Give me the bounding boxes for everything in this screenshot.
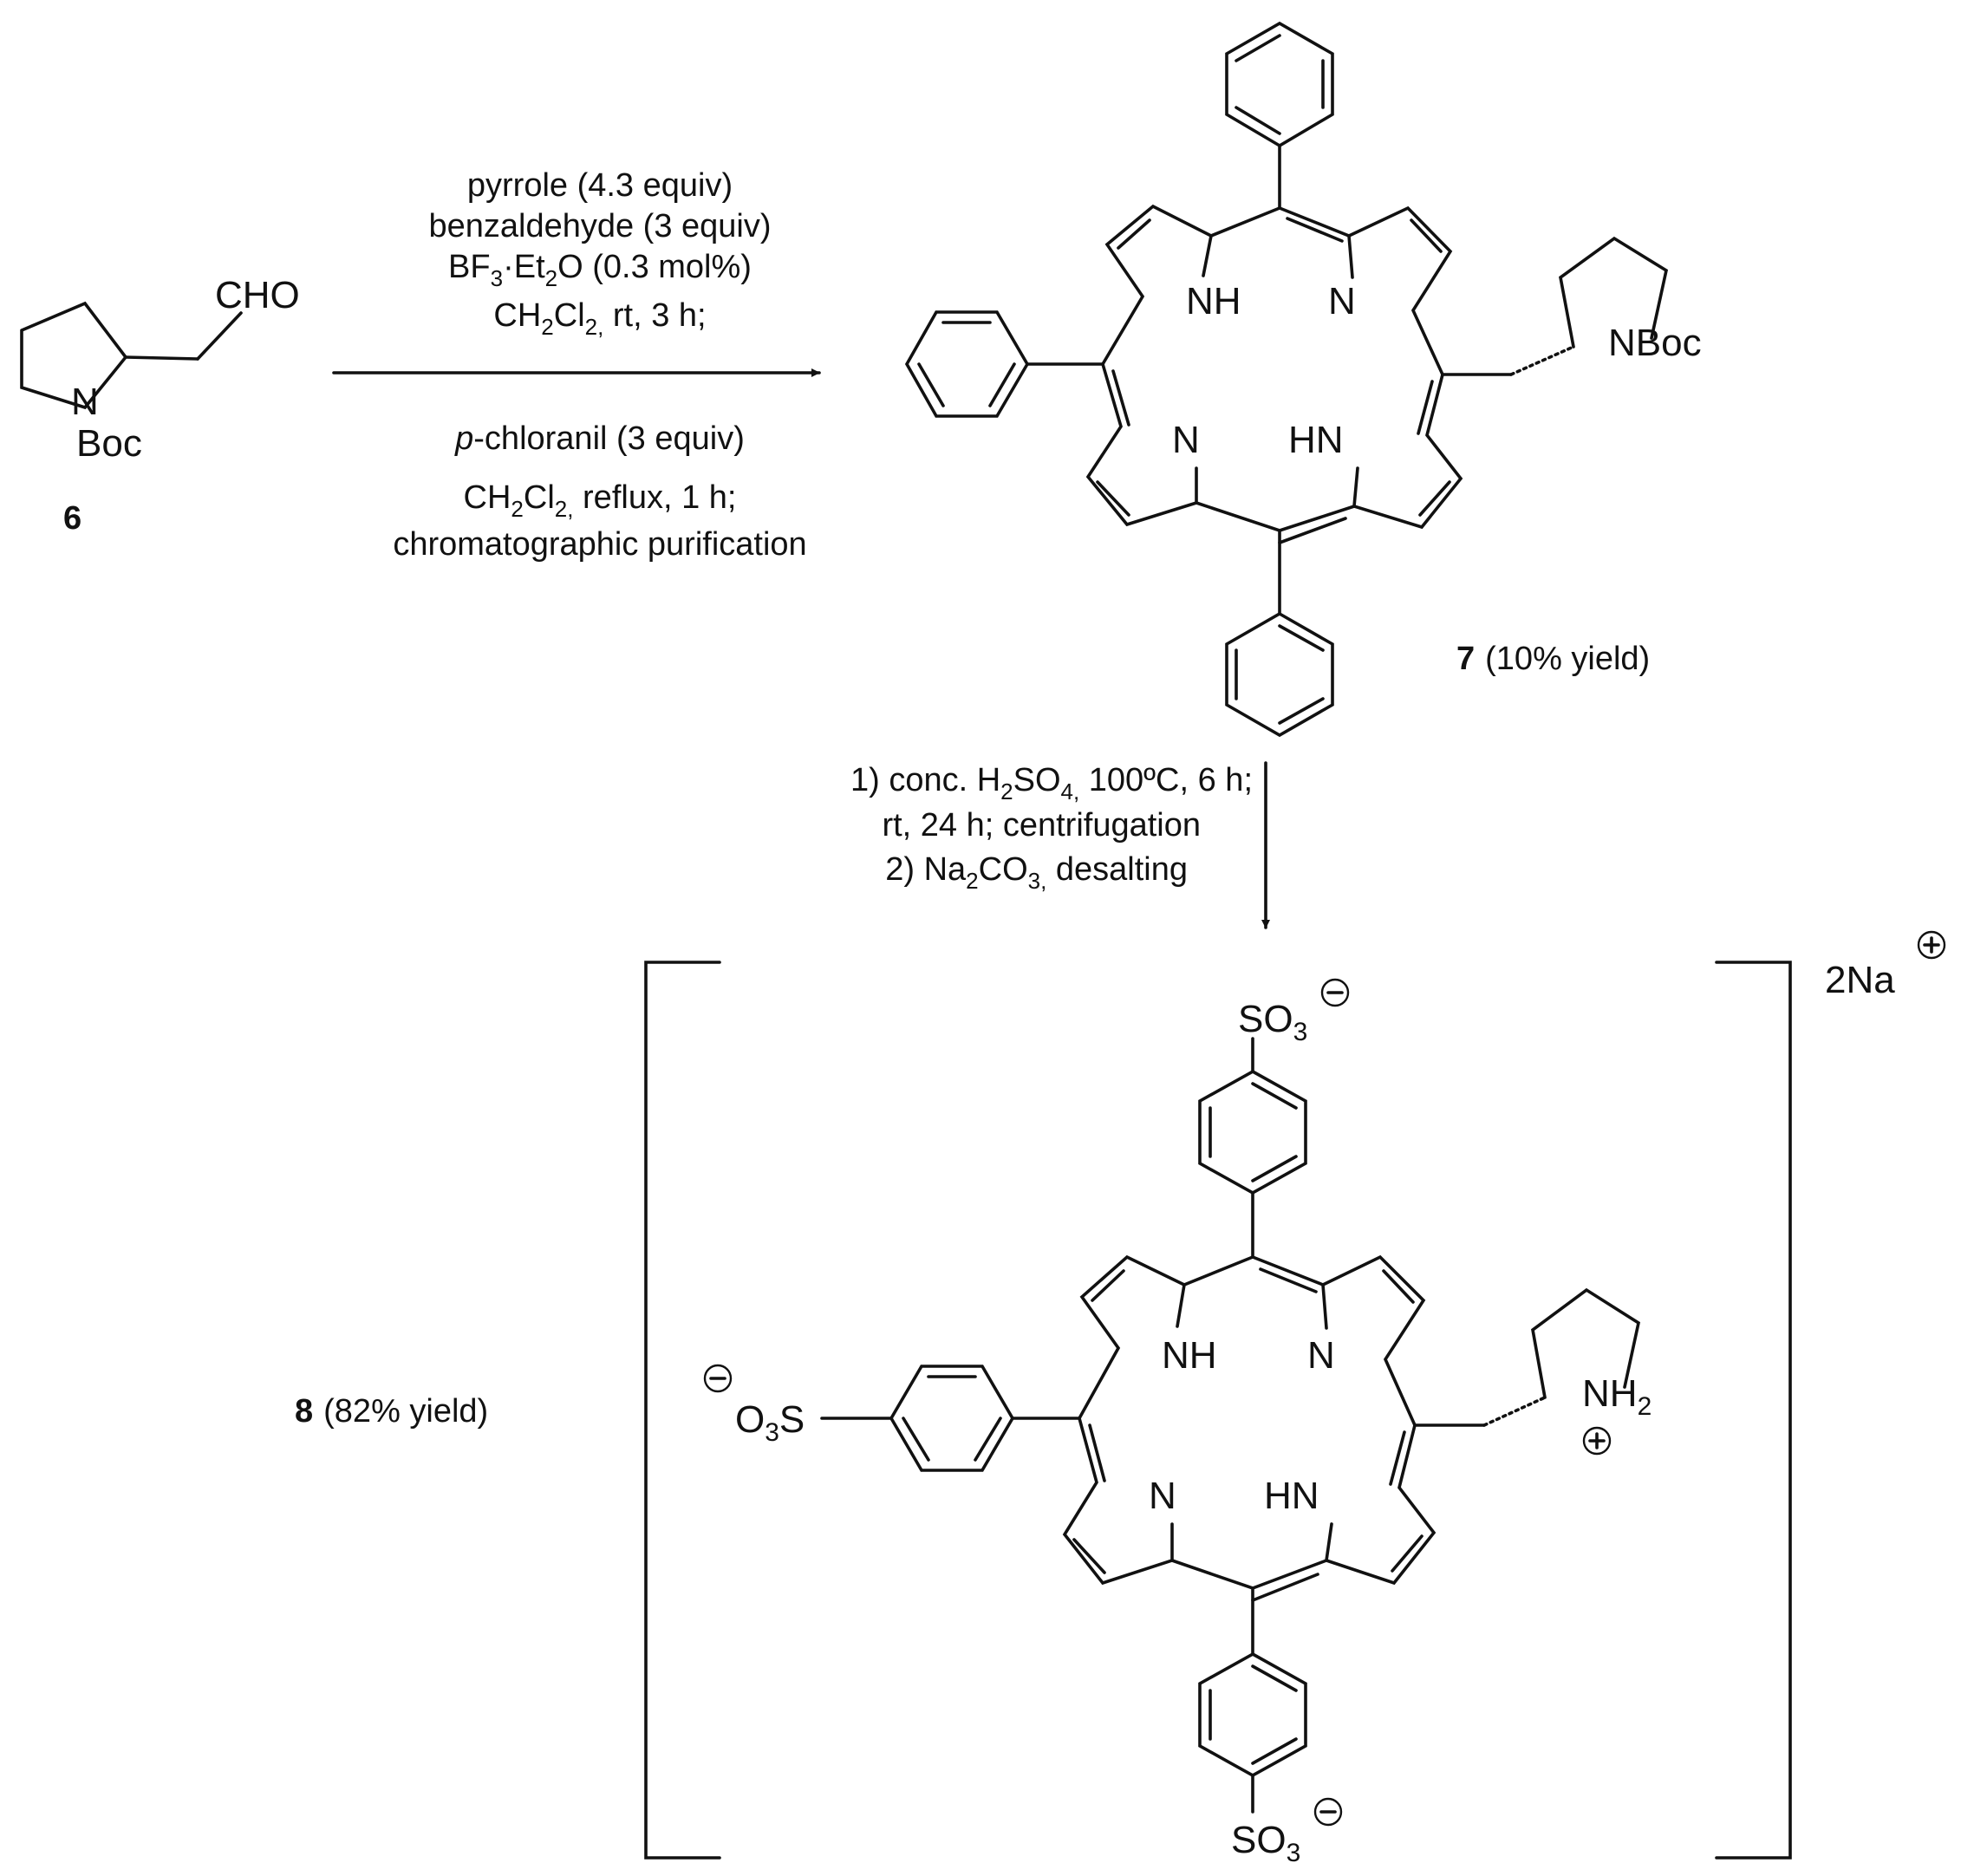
counterion-plus-charge xyxy=(1917,930,1946,960)
left-sulfonate-label: O3S xyxy=(735,1398,805,1447)
compound-6-boc-label: Boc xyxy=(76,422,142,465)
ammonium-plus-charge xyxy=(1582,1426,1612,1456)
compound-8-structure: 2Na SO3 NH N N HN xyxy=(295,930,1946,1867)
bottom-sulfonate-minus-charge xyxy=(1313,1797,1343,1827)
step1-oxidant: p-chloranil (3 equiv) xyxy=(454,420,745,457)
compound-6-structure: CHO N Boc 6 xyxy=(20,274,300,537)
compound-7-structure: NBoc NH N N HN 7(10% yield) xyxy=(904,21,1702,738)
step1-reagent-benzaldehyde: benzaldehyde (3 equiv) xyxy=(428,208,771,244)
step1-reagent-catalyst: BF3·Et2O (0.3 mol%) xyxy=(448,249,752,291)
compound-7-nh-top-label: NH xyxy=(1186,280,1241,322)
compound-7-n-bottom-label: N xyxy=(1172,419,1200,461)
step2-sulfonation: 1) conc. H2SO4, 100ºC, 6 h; xyxy=(850,762,1253,804)
bottom-sulfonate-label: SO3 xyxy=(1231,1819,1300,1867)
compound-6-n-label: N xyxy=(71,381,99,423)
right-bracket xyxy=(1715,961,1792,1860)
compound-8-n-top-label: N xyxy=(1307,1334,1335,1377)
compound-7-n-top-label: N xyxy=(1328,280,1356,322)
step2-centrifugation: rt, 24 h; centrifugation xyxy=(882,807,1201,844)
step1-conditions: pyrrole (4.3 equiv) benzaldehyde (3 equi… xyxy=(332,167,821,563)
step2-conditions: 1) conc. H2SO4, 100ºC, 6 h; rt, 24 h; ce… xyxy=(850,761,1270,929)
step1-purification: chromatographic purification xyxy=(393,526,806,563)
counterion-label: 2Na xyxy=(1825,959,1895,1001)
top-sulfonate-label: SO3 xyxy=(1238,998,1307,1046)
step2-desalting: 2) Na2CO3, desalting xyxy=(885,851,1188,894)
left-sulfonate-minus-charge xyxy=(703,1364,733,1393)
compound-8-n-bottom-label: N xyxy=(1149,1475,1176,1517)
compound-7-nboc-label: NBoc xyxy=(1608,322,1702,364)
compound-8-nh-top-label: NH xyxy=(1162,1334,1217,1377)
compound-7-label: 7(10% yield) xyxy=(1456,641,1650,677)
compound-6-aldehyde-label: CHO xyxy=(215,274,300,316)
compound-8-label: 8(82% yield) xyxy=(295,1393,488,1430)
step1-solvent-rt: CH2Cl2, rt, 3 h; xyxy=(493,297,706,340)
step1-reflux: CH2Cl2, reflux, 1 h; xyxy=(464,479,737,522)
top-sulfonate-minus-charge xyxy=(1320,978,1350,1007)
compound-8-hn-bottom-label: HN xyxy=(1264,1475,1319,1517)
ammonium-label: NH2 xyxy=(1582,1372,1652,1421)
compound-7-hn-bottom-label: HN xyxy=(1288,419,1344,461)
step1-reagent-pyrrole: pyrrole (4.3 equiv) xyxy=(467,167,733,204)
compound-6-number: 6 xyxy=(63,500,81,537)
left-bracket xyxy=(644,961,721,1860)
